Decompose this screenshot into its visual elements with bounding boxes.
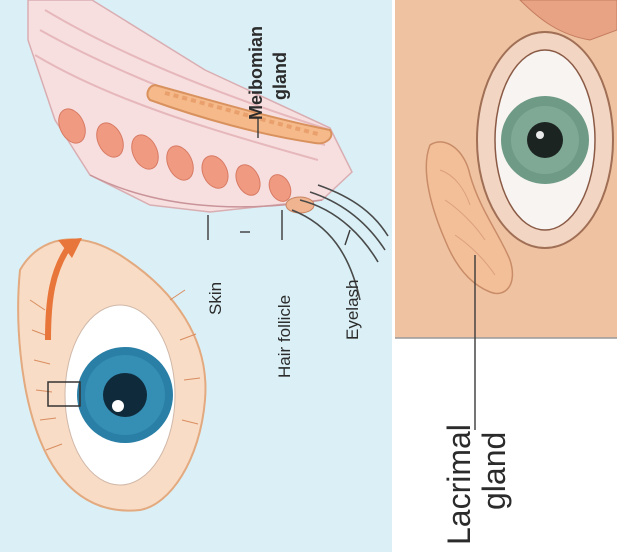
lacrimal-gland-label-line1: Lacrimal [441,424,477,545]
eye-reflection [112,400,124,412]
left-panel: Meibomian gland Skin Hair follicle Eyela… [0,0,392,552]
meibomian-gland-label-line1: Meibomian [246,26,266,120]
meibomian-gland-label-line2: gland [270,52,290,100]
hair-follicle-label: Hair follicle [275,295,294,378]
eye-reflection-realistic [536,131,544,139]
pupil [103,373,147,417]
eyelash-label: Eyelash [343,280,362,340]
lacrimal-gland-label-line2: gland [476,432,512,510]
pupil-realistic [527,122,563,158]
right-panel: Lacrimal gland [392,0,617,552]
skin-label: Skin [206,282,225,315]
hair-follicle-shape [286,197,314,213]
